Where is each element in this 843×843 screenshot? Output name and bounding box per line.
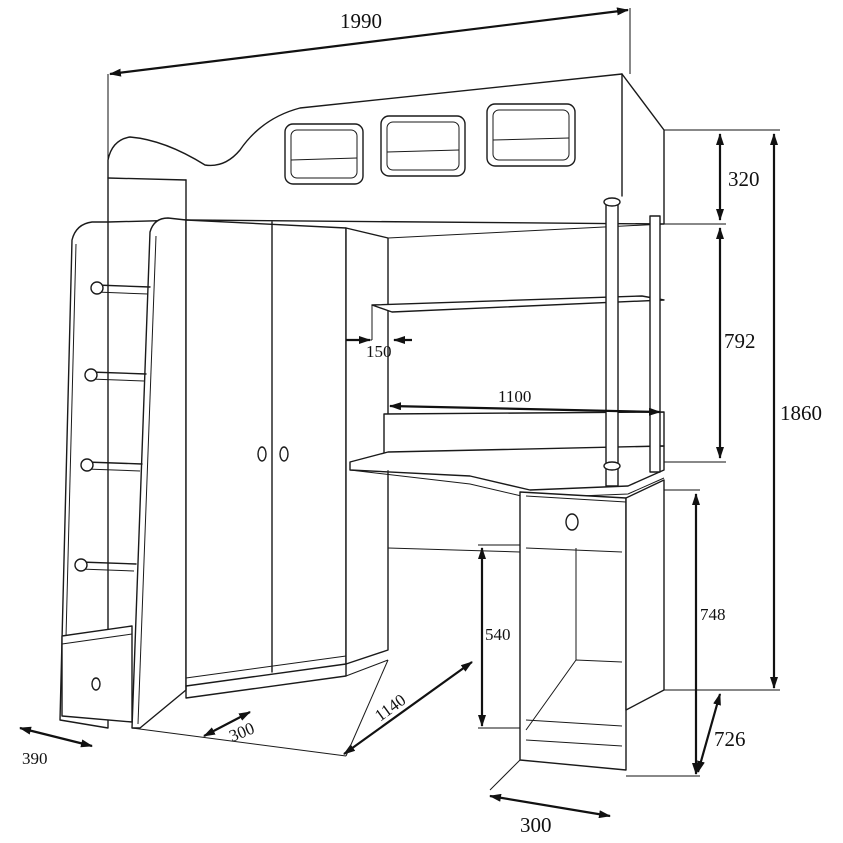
dim-desk-width-label: 1100 — [498, 387, 531, 406]
base-lines — [131, 659, 521, 791]
ladder-right-rail — [131, 217, 187, 729]
bed-panel-window-1 — [284, 123, 364, 185]
upper-shelf — [371, 295, 665, 340]
dim-shelf-depth-label: 150 — [366, 342, 392, 361]
ladder-rung-3 — [80, 458, 143, 472]
ladder-rung-4 — [74, 558, 137, 572]
dim-top-panel-height-label: 320 — [728, 167, 760, 191]
dim-desk-depth-label: 726 — [714, 727, 746, 751]
ladder-rung-2 — [84, 368, 147, 382]
dim-total-height-label: 1860 — [780, 401, 822, 425]
ladder-left-rail — [59, 221, 109, 729]
dim-shelf-depth: 150 — [346, 336, 412, 361]
dim-workspace-height-label: 792 — [724, 329, 756, 353]
dim-workspace-height: 792 — [716, 227, 756, 459]
dim-pedestal-depth-label: 300 — [520, 813, 552, 837]
desk-pedestal — [519, 479, 665, 771]
back-panel — [383, 223, 665, 460]
dim-knee-space-height: 540 — [478, 547, 511, 727]
dim-wardrobe-width: 1140 — [343, 661, 473, 755]
dim-desk-height-label: 748 — [700, 605, 726, 624]
dim-total-width: 1990 — [109, 7, 629, 77]
stair-drawer — [61, 625, 133, 723]
wardrobe-handle-left — [257, 446, 267, 462]
wardrobe-handle-right — [279, 446, 289, 462]
dim-total-height: 1860 — [770, 133, 822, 689]
dim-desk-width: 1100 — [389, 387, 661, 416]
bed-panel-window-3 — [486, 103, 576, 167]
dim-knee-space-height-label: 540 — [485, 625, 511, 644]
extension-lines — [107, 8, 780, 777]
dim-stair-depth: 390 — [19, 726, 93, 768]
dim-total-width-label: 1990 — [340, 9, 382, 33]
dim-pedestal-depth: 300 — [489, 793, 611, 837]
desk-drawer-handle — [565, 513, 579, 531]
dim-top-panel-height: 320 — [716, 133, 760, 221]
dim-stair-depth-label: 390 — [22, 749, 48, 768]
ladder-rung-1 — [90, 281, 151, 295]
dim-desk-height: 748 — [692, 493, 726, 775]
dim-desk-depth: 726 — [696, 693, 746, 773]
bed-panel-window-2 — [380, 115, 466, 177]
